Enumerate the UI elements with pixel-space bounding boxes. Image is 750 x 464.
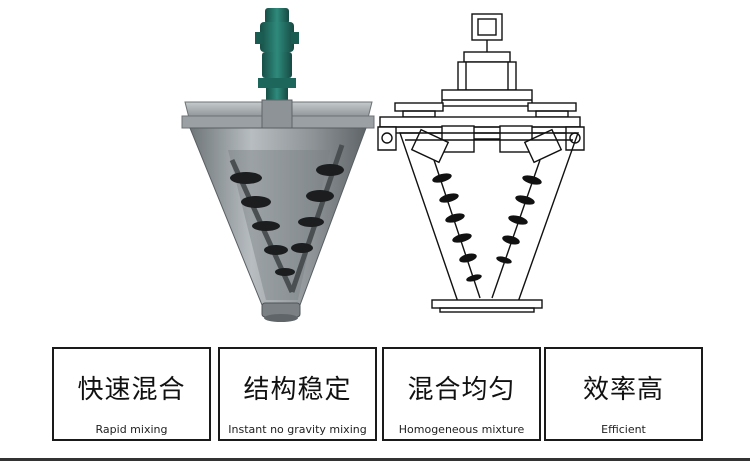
feature-subtitle: Instant no gravity mixing <box>228 423 367 436</box>
mixer-line-drawing-icon <box>377 13 585 313</box>
mixer-photo-icon <box>181 8 375 322</box>
feature-card-rapid-mixing: 快速混合 Rapid mixing <box>52 347 211 441</box>
feature-title: 快速混合 <box>77 375 186 405</box>
feature-card-stable-structure: 结构稳定 Instant no gravity mixing <box>218 347 377 441</box>
line-drawing-screw-flights <box>432 173 542 282</box>
feature-row: 快速混合 Rapid mixing 结构稳定 Instant no gravit… <box>52 347 703 443</box>
product-illustration <box>181 8 585 322</box>
feature-card-efficient: 效率高 Efficient <box>544 347 703 441</box>
feature-title: 效率高 <box>582 375 664 405</box>
feature-title: 混合均匀 <box>407 375 516 405</box>
feature-card-homogeneous: 混合均匀 Homogeneous mixture <box>382 347 541 441</box>
feature-title: 结构稳定 <box>243 375 352 405</box>
feature-subtitle: Efficient <box>601 423 646 436</box>
feature-subtitle: Homogeneous mixture <box>398 423 525 436</box>
bottom-divider <box>0 458 750 461</box>
feature-subtitle: Rapid mixing <box>95 423 168 436</box>
